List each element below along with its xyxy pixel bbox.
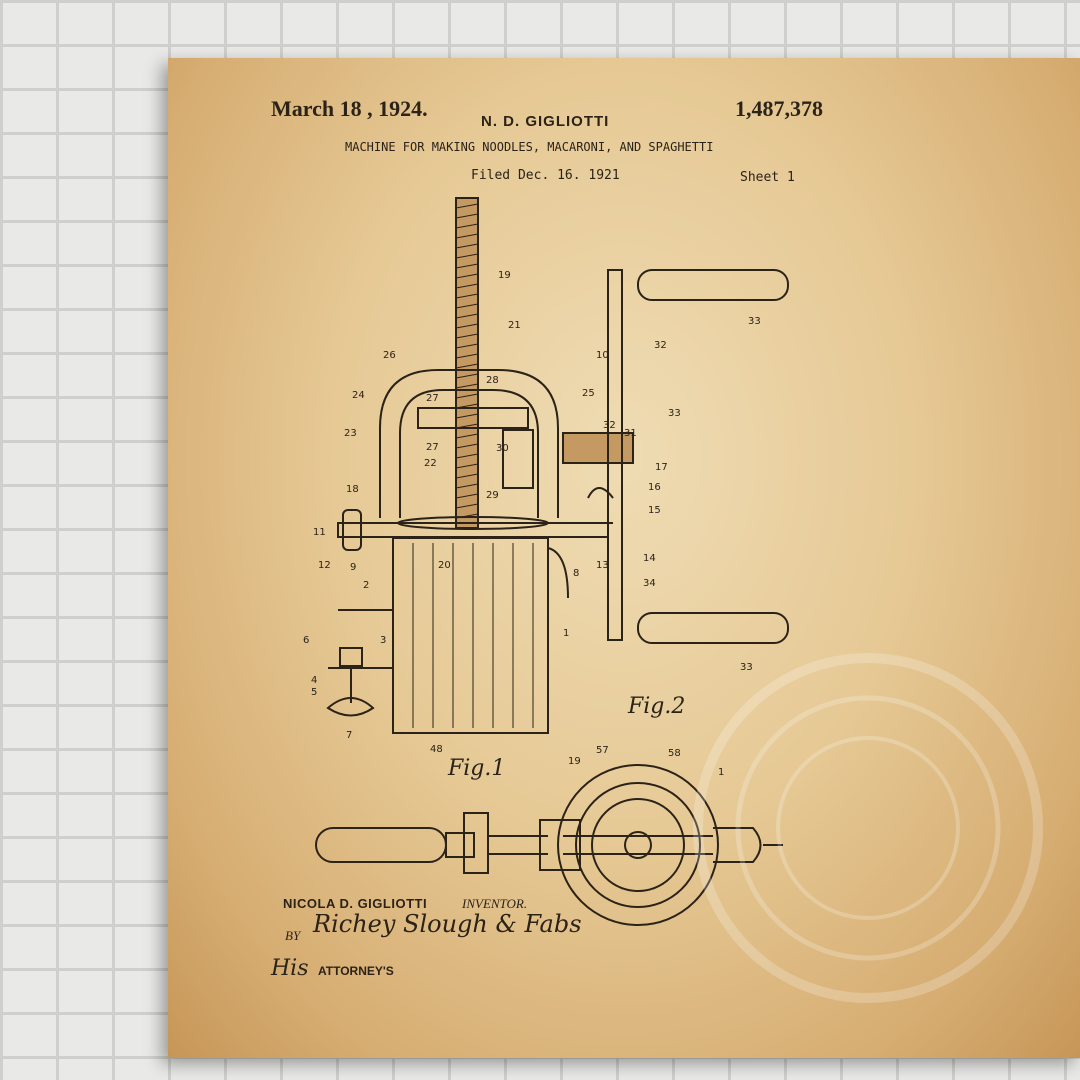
watermark-stamp-icon bbox=[693, 653, 1043, 1003]
crank-handle-bottom bbox=[637, 612, 789, 644]
fig1-drawing bbox=[326, 197, 789, 734]
inventor-name: NICOLA D. GIGLIOTTI bbox=[283, 896, 428, 911]
patent-title: MACHINE FOR MAKING NOODLES, MACARONI, AN… bbox=[345, 140, 714, 154]
ref-2: 2 bbox=[363, 580, 369, 591]
ref-32b: 32 bbox=[603, 420, 616, 431]
bevel-gear bbox=[502, 429, 534, 489]
ref-1: 1 bbox=[563, 628, 569, 639]
ref-57: 57 bbox=[596, 745, 609, 756]
cylinder-body bbox=[392, 537, 549, 734]
ref-11: 11 bbox=[313, 527, 326, 538]
patent-poster: March 18 , 1924. N. D. GIGLIOTTI 1,487,3… bbox=[168, 58, 1080, 1058]
ref-33c: 33 bbox=[740, 662, 753, 673]
ref-30: 30 bbox=[496, 443, 509, 454]
inventor-label: INVENTOR. bbox=[462, 896, 528, 911]
patent-number: 1,487,378 bbox=[735, 96, 823, 121]
sheet-number: Sheet 1 bbox=[740, 170, 795, 185]
ref-16: 16 bbox=[648, 482, 661, 493]
ref-19: 19 bbox=[498, 270, 511, 281]
ref-34: 34 bbox=[643, 578, 656, 589]
fig2-handle bbox=[315, 827, 447, 863]
ref-1b: 1 bbox=[718, 767, 724, 778]
by-label: BY bbox=[285, 928, 301, 943]
ref-19b: 19 bbox=[568, 756, 581, 767]
ref-14: 14 bbox=[643, 553, 656, 564]
ref-58: 58 bbox=[668, 748, 681, 759]
ref-4: 4 bbox=[311, 675, 317, 686]
ref-27b: 27 bbox=[426, 442, 439, 453]
wing-nut bbox=[326, 697, 375, 717]
ref-20: 20 bbox=[438, 560, 451, 571]
gear-crown bbox=[417, 407, 529, 429]
fig2-label: Fig.2 bbox=[628, 694, 686, 719]
ref-12: 12 bbox=[318, 560, 331, 571]
ref-21: 21 bbox=[508, 320, 521, 331]
filed-date: Filed Dec. 16. 1921 bbox=[471, 168, 620, 183]
fig2-center-hub bbox=[624, 831, 652, 859]
ref-22: 22 bbox=[424, 458, 437, 469]
attorneys-label: ATTORNEY'S bbox=[318, 964, 394, 978]
ref-9: 9 bbox=[350, 562, 356, 573]
ref-26: 26 bbox=[383, 350, 396, 361]
fig2-drawing bbox=[315, 764, 783, 926]
his-label: His bbox=[271, 956, 309, 981]
ref-31: 31 bbox=[624, 428, 637, 439]
ref-28: 28 bbox=[486, 375, 499, 386]
fig1-label: Fig.1 bbox=[448, 756, 506, 781]
ref-33: 33 bbox=[748, 316, 761, 327]
crank-handle-top bbox=[637, 269, 789, 301]
ref-48: 48 bbox=[430, 744, 443, 755]
ref-32: 32 bbox=[654, 340, 667, 351]
ref-29: 29 bbox=[486, 490, 499, 501]
ref-5: 5 bbox=[311, 687, 317, 698]
ref-27: 27 bbox=[426, 393, 439, 404]
ref-8: 8 bbox=[573, 568, 579, 579]
ref-7: 7 bbox=[346, 730, 352, 741]
ref-24: 24 bbox=[352, 390, 365, 401]
ref-17: 17 bbox=[655, 462, 668, 473]
ref-13: 13 bbox=[596, 560, 609, 571]
patent-drawing: 19 21 26 10 27 28 25 24 33 32 23 32 31 3… bbox=[303, 197, 789, 926]
fig2-outer-ring bbox=[557, 764, 719, 926]
ref-33b: 33 bbox=[668, 408, 681, 419]
crank-arm bbox=[607, 269, 623, 641]
reference-numerals: 19 21 26 10 27 28 25 24 33 32 23 32 31 3… bbox=[303, 270, 761, 778]
ref-23: 23 bbox=[344, 428, 357, 439]
arch-frame bbox=[379, 369, 559, 518]
ref-3: 3 bbox=[380, 635, 386, 646]
ref-15: 15 bbox=[648, 505, 661, 516]
ref-10: 10 bbox=[596, 350, 609, 361]
patent-date: March 18 , 1924. bbox=[271, 96, 428, 121]
ref-6: 6 bbox=[303, 635, 309, 646]
ref-18: 18 bbox=[346, 484, 359, 495]
attorney-signature: Richey Slough & Fabs bbox=[313, 910, 582, 938]
ref-25: 25 bbox=[582, 388, 595, 399]
inventor-short-name: N. D. GIGLIOTTI bbox=[481, 113, 610, 130]
